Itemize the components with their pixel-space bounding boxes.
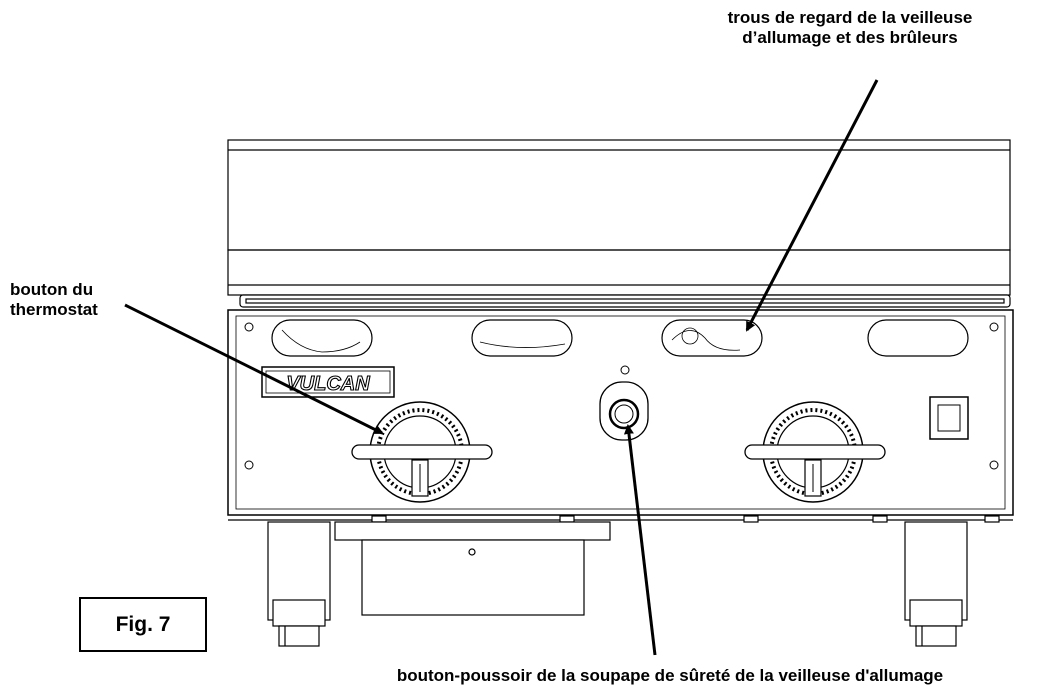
- brand-plate: VULCAN: [261, 366, 395, 398]
- pilot-safety-push-button: [599, 365, 649, 441]
- undercarriage: [228, 515, 1013, 523]
- arrow-viewing-holes: [745, 79, 879, 332]
- thermostat-knob-right: [744, 401, 886, 503]
- arrow-safety-button: [623, 424, 657, 656]
- viewing-holes: [271, 319, 969, 357]
- screw-icon: [244, 322, 254, 332]
- viewing-slot-2: [471, 319, 573, 357]
- label-line: trous de regard de la veilleuse: [727, 8, 973, 27]
- label-thermostat-knob: bouton du thermostat: [10, 280, 98, 321]
- grease-drawer: [334, 521, 611, 616]
- figure-label: Fig. 7: [79, 597, 207, 652]
- label-safety-push-button: bouton-poussoir de la soupape de sûreté …: [396, 666, 944, 685]
- viewing-slot-4: [867, 319, 969, 357]
- viewing-slot-1: [271, 319, 373, 357]
- power-switch: [929, 396, 969, 440]
- screw-icon: [989, 322, 999, 332]
- backsplash: [227, 139, 1011, 296]
- griddle-plate-edge: [239, 294, 1011, 308]
- label-viewing-holes: trous de regard de la veilleuse d’alluma…: [650, 8, 1050, 49]
- thermostat-knob-left: [351, 401, 493, 503]
- arrow-thermostat: [124, 303, 384, 435]
- label-line: thermostat: [10, 300, 98, 320]
- panel-screws: [244, 322, 999, 470]
- leg-left: [267, 521, 331, 647]
- viewing-slot-3: [661, 319, 763, 357]
- brand-logo: VULCAN: [286, 373, 370, 395]
- leader-arrows: [124, 79, 879, 656]
- leg-right: [904, 521, 968, 647]
- label-line: d’allumage et des brûleurs: [742, 28, 958, 48]
- screw-icon: [244, 460, 254, 470]
- label-line: bouton du: [10, 280, 94, 299]
- screw-icon: [989, 460, 999, 470]
